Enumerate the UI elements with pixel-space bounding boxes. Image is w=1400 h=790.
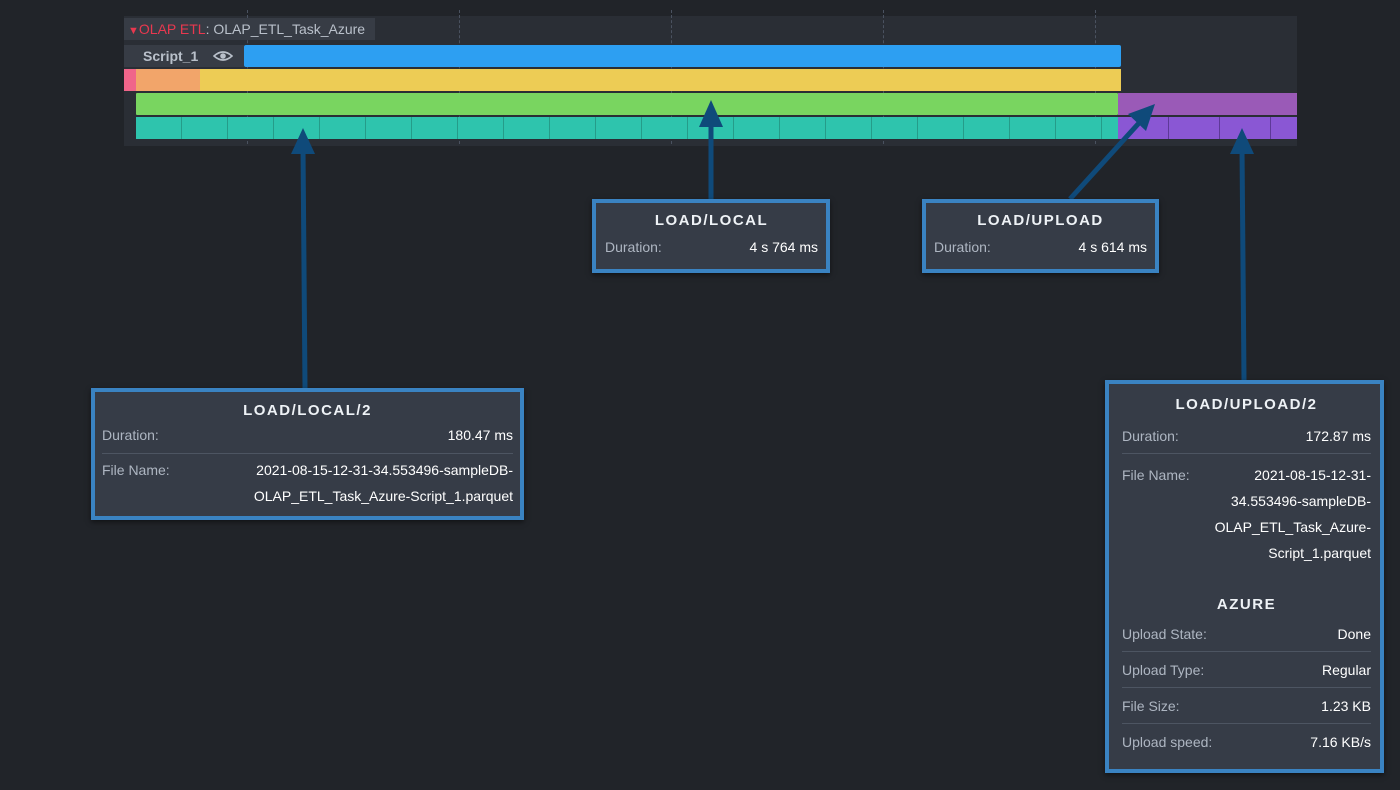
azure-section-title: AZURE <box>1216 596 1277 613</box>
tooltip-load-local-2: LOAD/LOCAL/2 Duration: 180.47 ms File Na… <box>91 388 524 520</box>
orange-bar[interactable] <box>136 69 200 91</box>
load-local-bar[interactable] <box>136 93 1118 115</box>
task-separator: : <box>205 21 214 37</box>
file-name-row: File Name: 2021-08-15-12-31-34.553496-sa… <box>1122 459 1371 566</box>
upload-speed-row: Upload speed: 7.16 KB/s <box>1122 729 1371 755</box>
duration-row: Duration: 4 s 764 ms <box>605 239 818 255</box>
divider <box>1122 687 1371 688</box>
pink-bar[interactable] <box>124 69 136 91</box>
duration-value: 4 s 614 ms <box>1078 239 1147 255</box>
upload-type-row: Upload Type: Regular <box>1122 657 1371 683</box>
duration-value: 4 s 764 ms <box>749 239 818 255</box>
duration-row: Duration: 172.87 ms <box>1122 423 1371 449</box>
task-name: OLAP_ETL_Task_Azure <box>213 21 366 37</box>
file-name-value: 2021-08-15-12-31-34.553496-sampleDB-OLAP… <box>253 462 513 504</box>
tooltip-load-upload: LOAD/UPLOAD Duration: 4 s 614 ms <box>922 199 1159 273</box>
upload-type-value: Regular <box>1321 662 1371 678</box>
file-size-label: File Size: <box>1122 698 1180 714</box>
duration-value: 180.47 ms <box>447 427 513 443</box>
divider <box>102 453 513 454</box>
tooltip-load-local: LOAD/LOCAL Duration: 4 s 764 ms <box>592 199 830 273</box>
load-upload-bar[interactable] <box>1118 93 1297 115</box>
task-header[interactable]: ▼OLAP ETL: OLAP_ETL_Task_Azure <box>124 18 375 40</box>
script-row[interactable]: Script_1 <box>124 45 244 67</box>
load-local-2-bar[interactable] <box>136 117 1118 139</box>
yellow-bar[interactable] <box>200 69 1121 91</box>
upload-type-label: Upload Type: <box>1122 662 1205 678</box>
tooltip-title: LOAD/LOCAL <box>654 212 769 229</box>
duration-row: Duration: 180.47 ms <box>102 427 513 453</box>
duration-label: Duration: <box>102 427 159 443</box>
duration-label: Duration: <box>605 239 662 255</box>
upload-state-label: Upload State: <box>1122 626 1207 642</box>
collapse-triangle-icon[interactable]: ▼ <box>128 25 139 37</box>
file-name-value: 2021-08-15-12-31-34.553496-sampleDB-OLAP… <box>1214 467 1371 561</box>
file-name-label: File Name: <box>102 462 170 478</box>
upload-speed-value: 7.16 KB/s <box>1310 734 1371 750</box>
tooltip-title: LOAD/UPLOAD <box>977 212 1104 229</box>
file-name-row: File Name: 2021-08-15-12-31-34.553496-sa… <box>102 454 513 509</box>
tooltip-title: LOAD/UPLOAD/2 <box>1175 396 1318 413</box>
file-name-label: File Name: <box>1122 467 1190 483</box>
duration-label: Duration: <box>934 239 991 255</box>
divider <box>1122 651 1371 652</box>
tooltip-load-upload-2: LOAD/UPLOAD/2 Duration: 172.87 ms File N… <box>1105 380 1384 773</box>
load-upload-2-bar[interactable] <box>1118 117 1297 139</box>
duration-row: Duration: 4 s 614 ms <box>934 239 1147 255</box>
eye-icon[interactable] <box>213 48 233 64</box>
duration-label: Duration: <box>1122 428 1179 444</box>
divider <box>1122 723 1371 724</box>
task-category: OLAP ETL <box>138 21 206 37</box>
tooltip-title: LOAD/LOCAL/2 <box>243 402 372 419</box>
script-bar[interactable] <box>244 45 1121 67</box>
upload-state-value: Done <box>1337 626 1371 642</box>
script-label: Script_1 <box>143 48 199 64</box>
file-size-value: 1.23 KB <box>1321 698 1371 714</box>
upload-state-row: Upload State: Done <box>1122 621 1371 647</box>
divider <box>1122 453 1371 454</box>
duration-value: 172.87 ms <box>1305 428 1371 444</box>
file-size-row: File Size: 1.23 KB <box>1122 693 1371 719</box>
upload-speed-label: Upload speed: <box>1122 734 1213 750</box>
